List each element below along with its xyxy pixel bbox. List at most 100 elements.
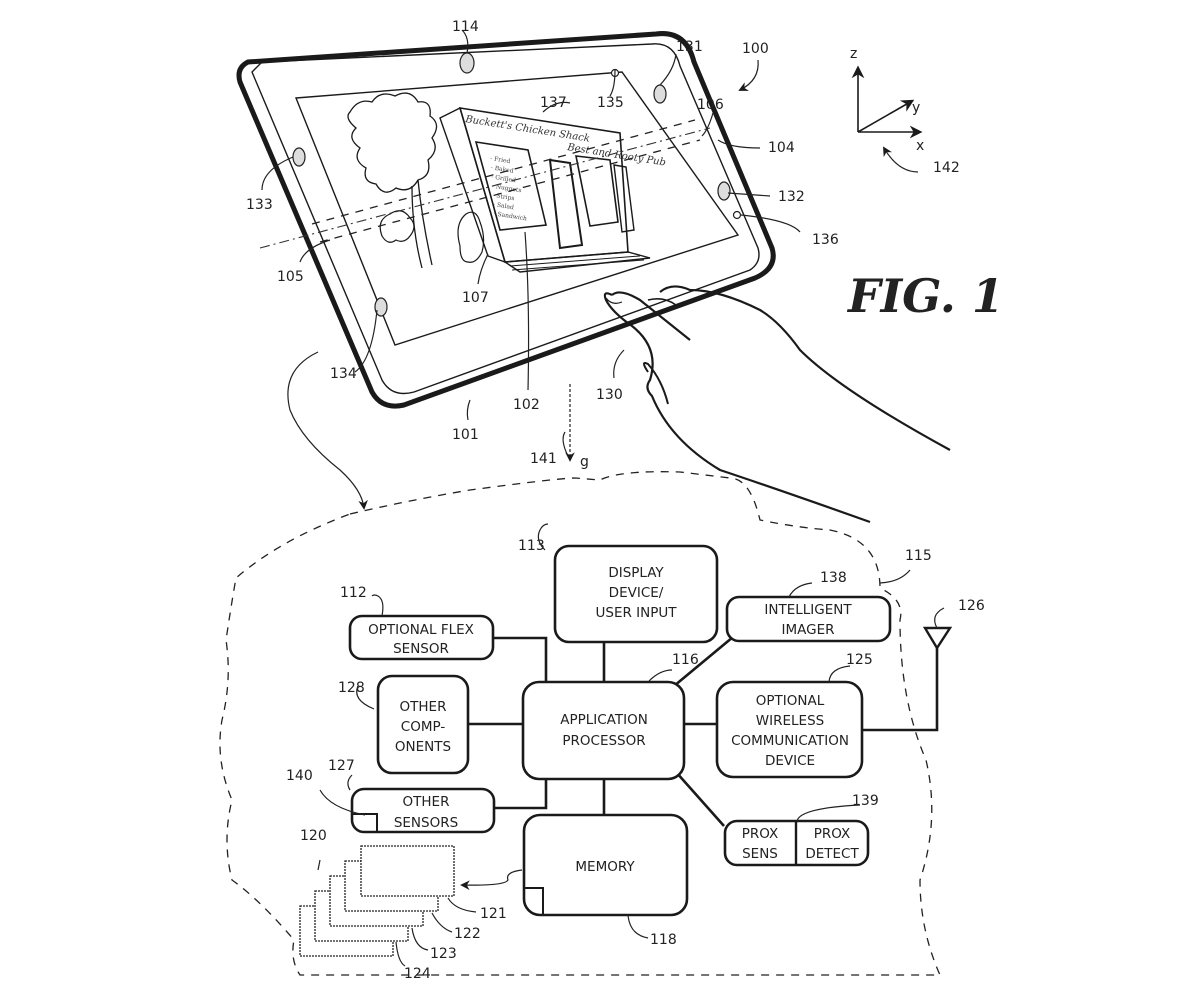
svg-text:120: 120 (300, 828, 327, 844)
svg-text:121: 121 (480, 906, 507, 922)
button-133[interactable] (292, 147, 306, 167)
block-intelligent-imager: INTELLIGENT IMAGER (725, 595, 892, 643)
svg-text:139: 139 (852, 793, 879, 809)
svg-text:100: 100 (742, 41, 769, 57)
line-105 (319, 139, 701, 243)
svg-text:OTHER: OTHER (400, 699, 447, 715)
tablet-housing (236, 31, 776, 409)
svg-text:INTELLIGENT: INTELLIGENT (764, 602, 852, 618)
svg-text:APPLICATION: APPLICATION (560, 712, 648, 728)
svg-text:DEVICE/: DEVICE/ (609, 585, 664, 601)
svg-text:- Salad: - Salad (493, 201, 515, 211)
reference-numerals: 114 131 100 137 135 106 104 133 132 136 … (246, 19, 985, 982)
block-display-device: DISPLAY DEVICE/ USER INPUT (553, 544, 719, 644)
svg-text:COMP-: COMP- (401, 719, 446, 735)
button-131[interactable] (653, 84, 667, 104)
svg-text:- Strips: - Strips (492, 192, 515, 202)
svg-text:COMMUNICATION: COMMUNICATION (731, 733, 849, 749)
svg-text:137: 137 (540, 95, 567, 111)
svg-text:135: 135 (597, 95, 624, 111)
block-prox: PROX SENS PROX DETECT (723, 819, 870, 867)
svg-text:123: 123 (430, 946, 457, 962)
svg-text:136: 136 (812, 232, 839, 248)
antenna-126 (922, 626, 953, 651)
svg-text:126: 126 (958, 598, 985, 614)
coordinate-axes: z y x (850, 46, 924, 173)
svg-text:- Grilled: - Grilled (491, 173, 517, 184)
svg-text:102: 102 (513, 397, 540, 413)
storefront-illustration: Buckett's Chicken Shack Best and Rooty P… (439, 106, 667, 273)
svg-text:101: 101 (452, 427, 479, 443)
axis-x-label: x (916, 138, 924, 154)
block-other-components: OTHER COMP- ONENTS (376, 674, 470, 775)
svg-text:140: 140 (286, 768, 313, 784)
svg-text:SENS: SENS (742, 846, 778, 862)
svg-text:OPTIONAL: OPTIONAL (756, 693, 825, 709)
image-stack-120 (299, 845, 455, 957)
gravity-label: g (580, 454, 589, 470)
tablet-device: Buckett's Chicken Shack Best and Rooty P… (236, 31, 776, 409)
svg-text:PROX: PROX (814, 826, 851, 842)
block-wireless-device: OPTIONAL WIRELESS COMMUNICATION DEVICE (715, 680, 864, 779)
tablet-display (294, 71, 740, 346)
svg-text:116: 116 (672, 652, 699, 668)
block-memory: MEMORY (522, 813, 689, 917)
svg-text:OPTIONAL FLEX: OPTIONAL FLEX (368, 622, 474, 638)
svg-text:WIRELESS: WIRELESS (756, 713, 824, 729)
svg-text:105: 105 (277, 269, 304, 285)
svg-text:141: 141 (530, 451, 557, 467)
svg-text:128: 128 (338, 680, 365, 696)
svg-text:131: 131 (676, 39, 703, 55)
svg-text:114: 114 (452, 19, 479, 35)
svg-text:ONENTS: ONENTS (395, 739, 451, 755)
axis-y-label: y (912, 100, 920, 116)
button-134[interactable] (374, 297, 388, 317)
svg-text:DEVICE: DEVICE (765, 753, 815, 769)
svg-text:107: 107 (462, 290, 489, 306)
svg-text:118: 118 (650, 932, 677, 948)
svg-text:- Nuggets: - Nuggets (491, 183, 522, 195)
block-other-sensors: OTHER SENSORS (350, 787, 496, 834)
svg-text:- Fried: - Fried (490, 155, 511, 165)
svg-text:113: 113 (518, 538, 545, 554)
block-flex-sensor: OPTIONAL FLEX SENSOR (348, 614, 495, 661)
svg-text:125: 125 (846, 652, 873, 668)
svg-text:132: 132 (778, 189, 805, 205)
svg-text:124: 124 (404, 966, 431, 982)
svg-text:USER INPUT: USER INPUT (596, 605, 678, 621)
svg-text:MEMORY: MEMORY (575, 859, 635, 875)
svg-text:104: 104 (768, 140, 795, 156)
svg-text:106: 106 (697, 97, 724, 113)
line-104 (259, 127, 711, 249)
bus-connections (467, 635, 939, 827)
block-application-processor: APPLICATION PROCESSOR (521, 680, 686, 781)
svg-text:142: 142 (933, 160, 960, 176)
svg-text:133: 133 (246, 197, 273, 213)
axis-z-label: z (850, 46, 857, 62)
svg-text:DETECT: DETECT (805, 846, 859, 862)
svg-text:OTHER: OTHER (403, 794, 450, 810)
svg-text:130: 130 (596, 387, 623, 403)
svg-text:122: 122 (454, 926, 481, 942)
svg-text:PROCESSOR: PROCESSOR (562, 733, 645, 749)
svg-text:DISPLAY: DISPLAY (608, 565, 664, 581)
svg-text:SENSOR: SENSOR (393, 641, 449, 657)
svg-text:134: 134 (330, 366, 357, 382)
svg-text:138: 138 (820, 570, 847, 586)
figure-title: FIG. 1 (846, 269, 1004, 323)
hand-illustration (603, 285, 951, 524)
svg-text:SENSORS: SENSORS (394, 815, 458, 831)
system-boundary-115 (219, 471, 941, 976)
svg-text:- Baked: - Baked (490, 164, 514, 175)
svg-text:PROX: PROX (742, 826, 779, 842)
svg-text:115: 115 (905, 548, 932, 564)
button-132[interactable] (717, 181, 731, 201)
storefront-sign-right: Best and Rooty Pub (566, 142, 667, 169)
camera-114 (459, 52, 475, 74)
sensor-136 (732, 210, 742, 220)
svg-text:112: 112 (340, 585, 367, 601)
svg-text:IMAGER: IMAGER (782, 622, 835, 638)
svg-text:127: 127 (328, 758, 355, 774)
tree-illustration (347, 92, 438, 193)
